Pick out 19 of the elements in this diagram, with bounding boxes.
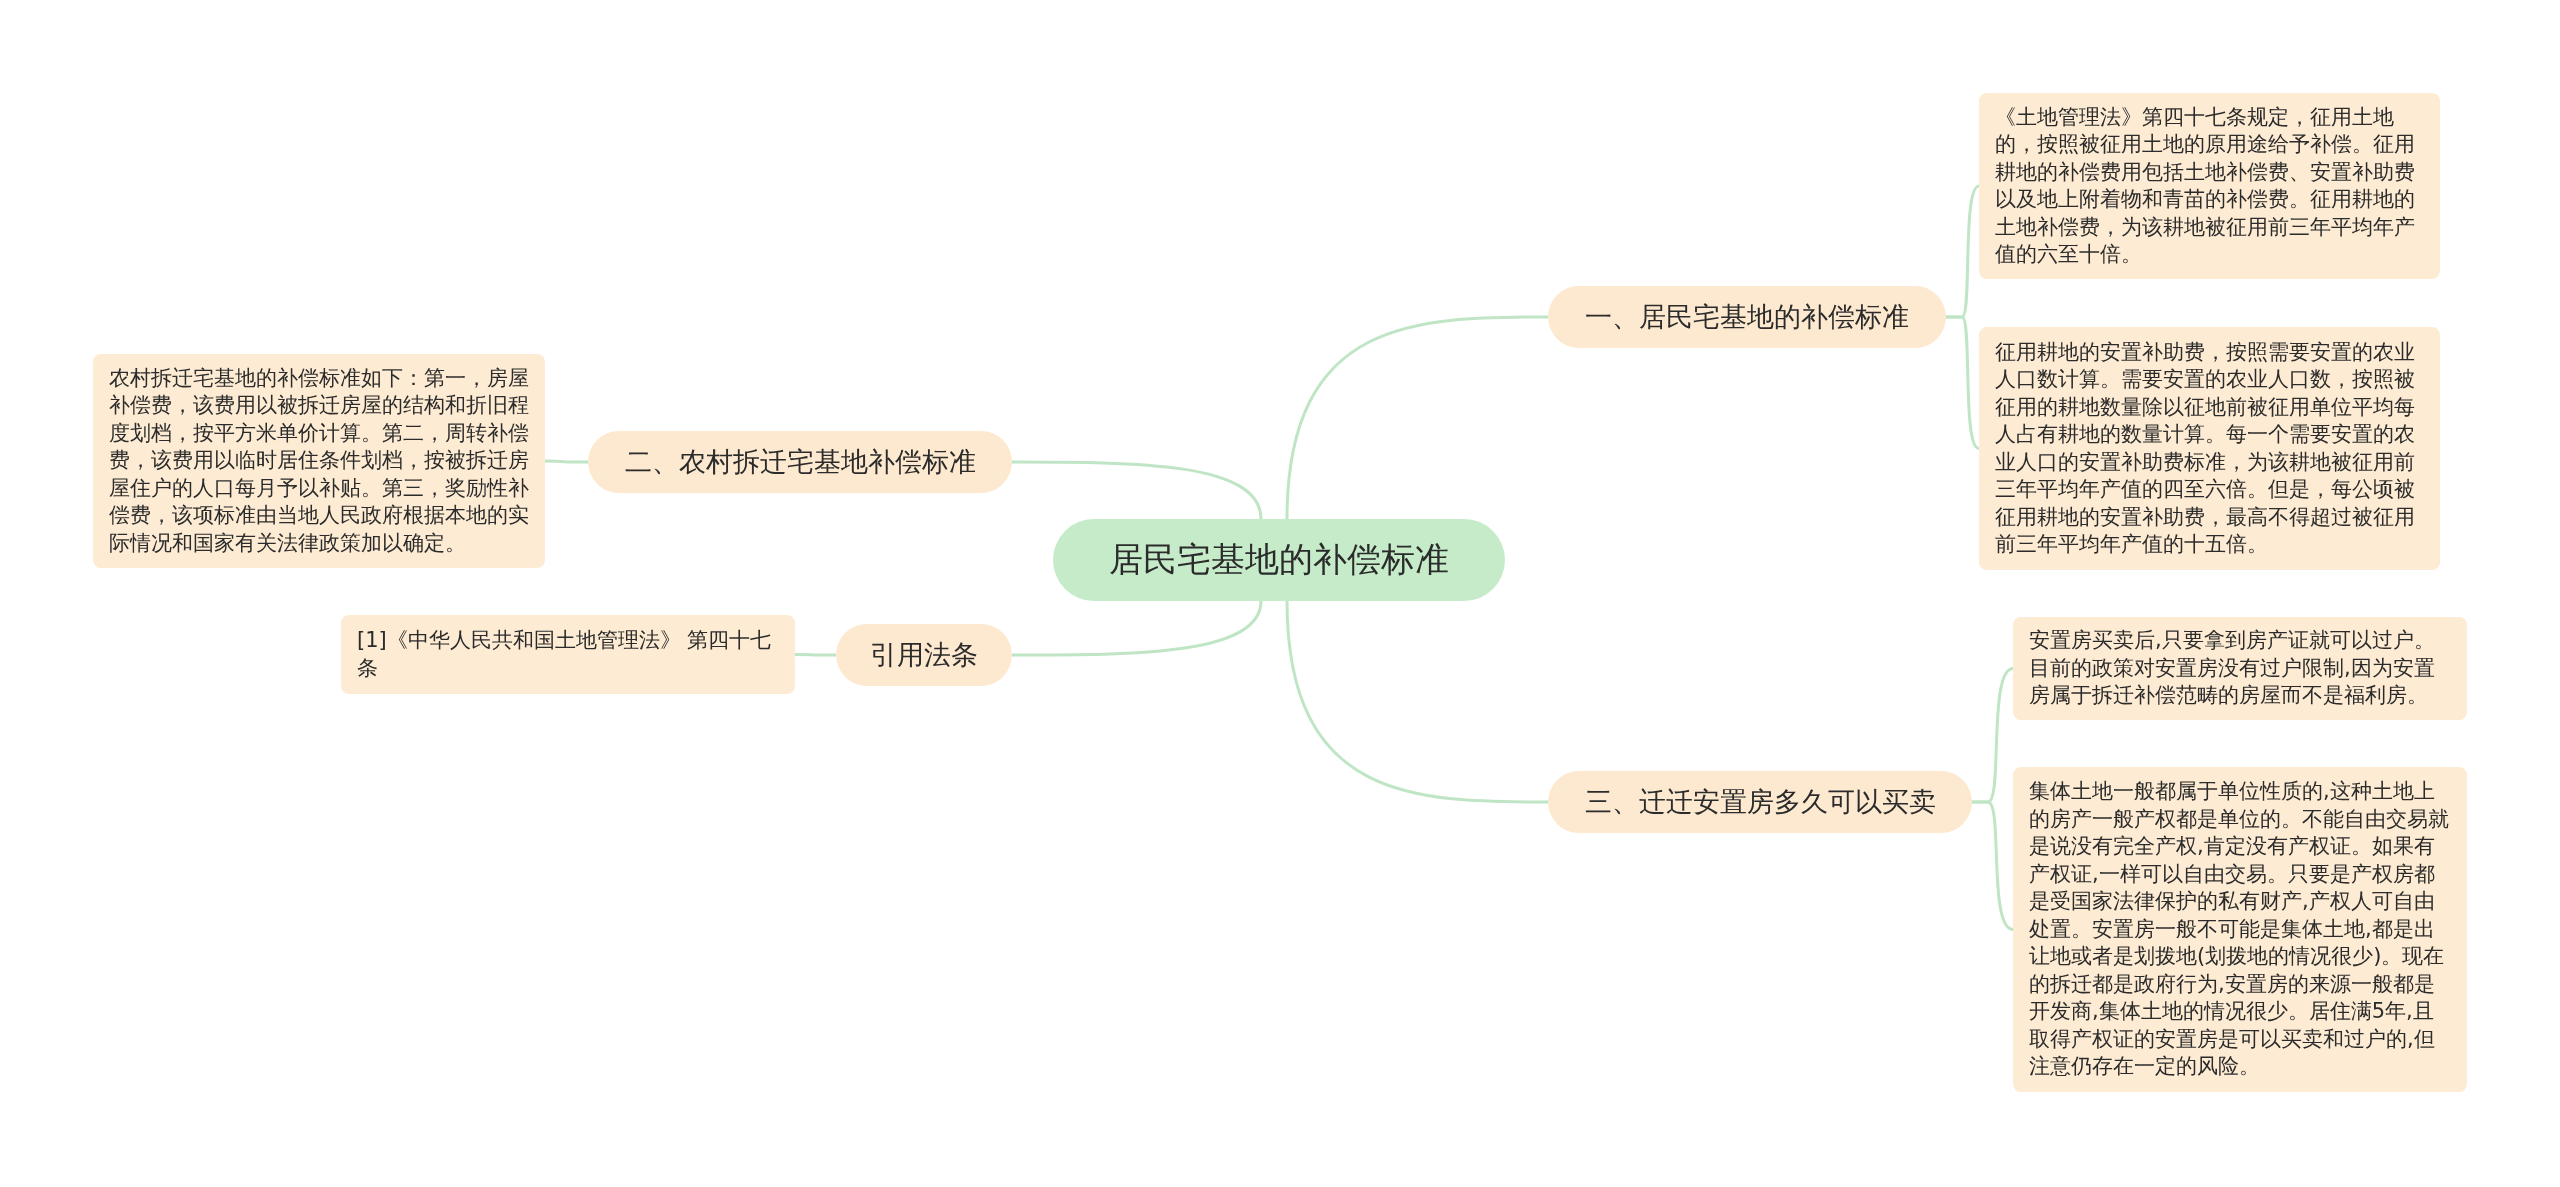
connector <box>1012 600 1263 657</box>
note-card: [1]《中华人民共和国土地管理法》 第四十七条 <box>341 615 795 694</box>
connector <box>1285 600 1548 804</box>
branch-topic: 引用法条 <box>836 624 1012 686</box>
connector <box>1285 315 1548 520</box>
branch-topic: 一、居民宅基地的补偿标准 <box>1548 286 1946 348</box>
note-card: 安置房买卖后,只要拿到房产证就可以过户。目前的政策对安置房没有过户限制,因为安置房属于拆迁补偿范畴的房屋而不是福利房。 <box>2013 617 2467 720</box>
connector <box>795 653 836 657</box>
connector <box>1946 315 1980 450</box>
note-card: 《土地管理法》第四十七条规定，征用土地的，按照被征用土地的原用途给予补偿。征用耕地的补偿费用包括土地补偿费、安置补助费以及地上附着物和青苗的补偿费。征用耕地的土地补偿费，为该耕地被征用前三年平均年产值的六至十倍。 <box>1979 93 2440 279</box>
connector <box>1972 800 2014 931</box>
note-card: 征用耕地的安置补助费，按照需要安置的农业人口数计算。需要安置的农业人口数，按照被征用的耕地数量除以征地前被征用单位平均每人占有耕地的数量计算。每一个需要安置的农业人口的安置补助费标准，为该耕地被征用前三年平均年产值的四至六倍。但是，每公顷被征用耕地的安置补助费，最高不得超过被征用前三年平均年产值的十五倍。 <box>1979 327 2440 570</box>
branch-topic: 三、迁迁安置房多久可以买卖 <box>1548 771 1972 833</box>
central-topic: 居民宅基地的补偿标准 <box>1053 519 1505 601</box>
note-card: 集体土地一般都属于单位性质的,这种土地上的房产一般产权都是单位的。不能自由交易就是说没有完全产权,肯定没有产权证。如果有产权证,一样可以自由交易。只要是产权房都是受国家法律保护的私有财产,产权人可自由处置。安置房一般不可能是集体土地,都是出让地或者是划拨地(划拨地的情况很少)。现在的拆迁都是政府行为,安置房的来源一般都是开发商,集体土地的情况很少。居住满5年,且取得产权证的安置房是可以买卖和过户的,但注意仍存在一定的风险。 <box>2013 767 2467 1092</box>
branch-topic: 二、农村拆迁宅基地补偿标准 <box>588 431 1012 493</box>
connector <box>1012 460 1263 520</box>
connector <box>545 459 588 464</box>
note-card: 农村拆迁宅基地的补偿标准如下：第一，房屋补偿费，该费用以被拆迁房屋的结构和折旧程度划档，按平方米单价计算。第二，周转补偿费，该费用以临时居住条件划档，按被拆迁房屋住户的人口每月予以补贴。第三，奖励性补偿费，该项标准由当地人民政府根据本地的实际情况和国家有关法律政策加以确定。 <box>93 354 545 568</box>
